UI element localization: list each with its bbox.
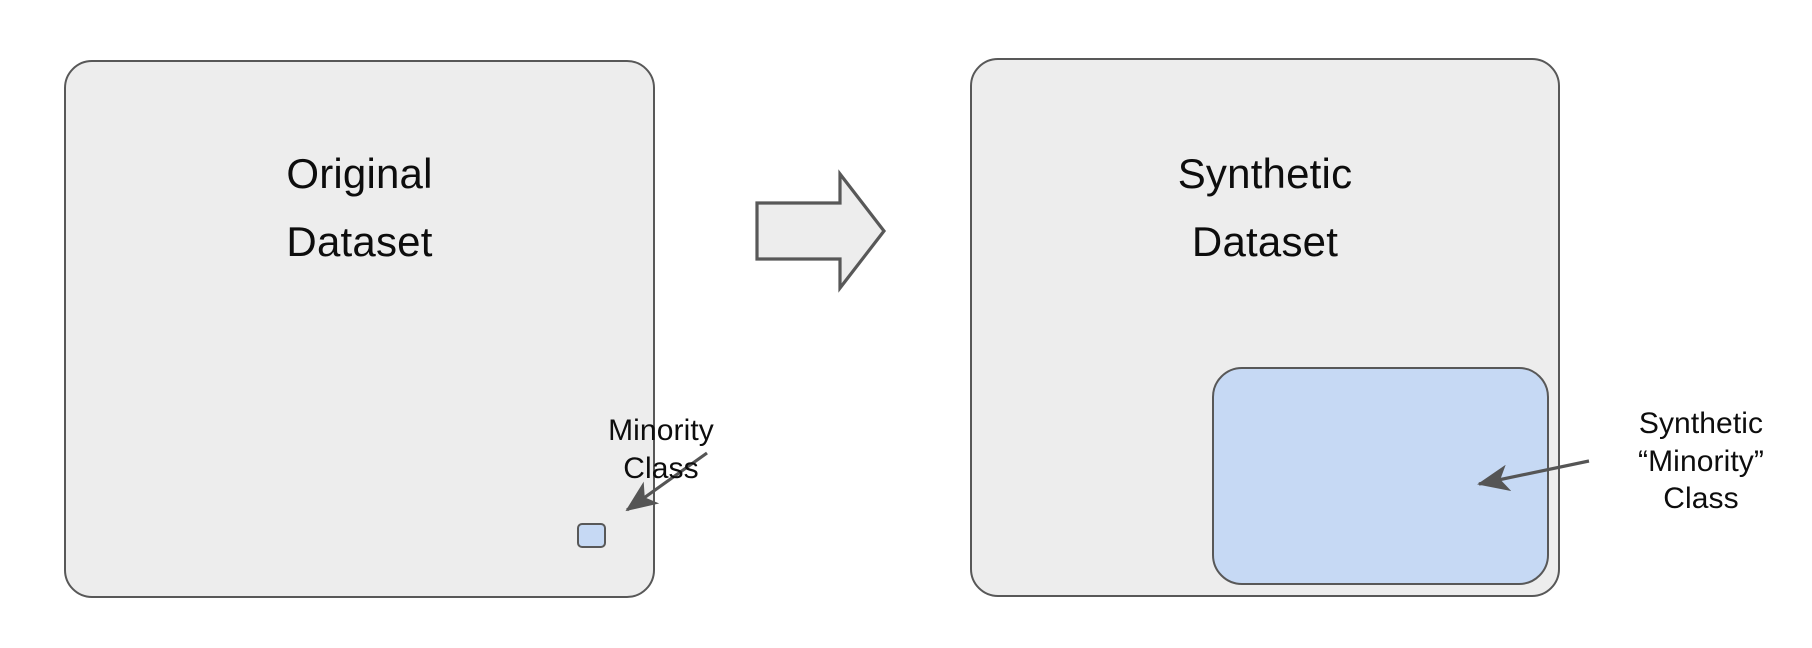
minority-class-annotation-label: Minority Class <box>608 414 714 485</box>
synthetic-minority-class-annotation-label: Synthetic “Minority” Class <box>1638 407 1764 515</box>
original-dataset-title: Original Dataset <box>286 150 433 266</box>
minority-class-swatch <box>577 523 606 548</box>
original-dataset-panel: Original Dataset <box>64 60 655 598</box>
synthetic-minority-class-block <box>1212 367 1549 585</box>
flow-block-arrow-icon <box>755 169 887 293</box>
synthetic-dataset-title: Synthetic Dataset <box>1177 150 1353 266</box>
synthetic-dataset-panel: Synthetic Dataset <box>970 58 1560 597</box>
